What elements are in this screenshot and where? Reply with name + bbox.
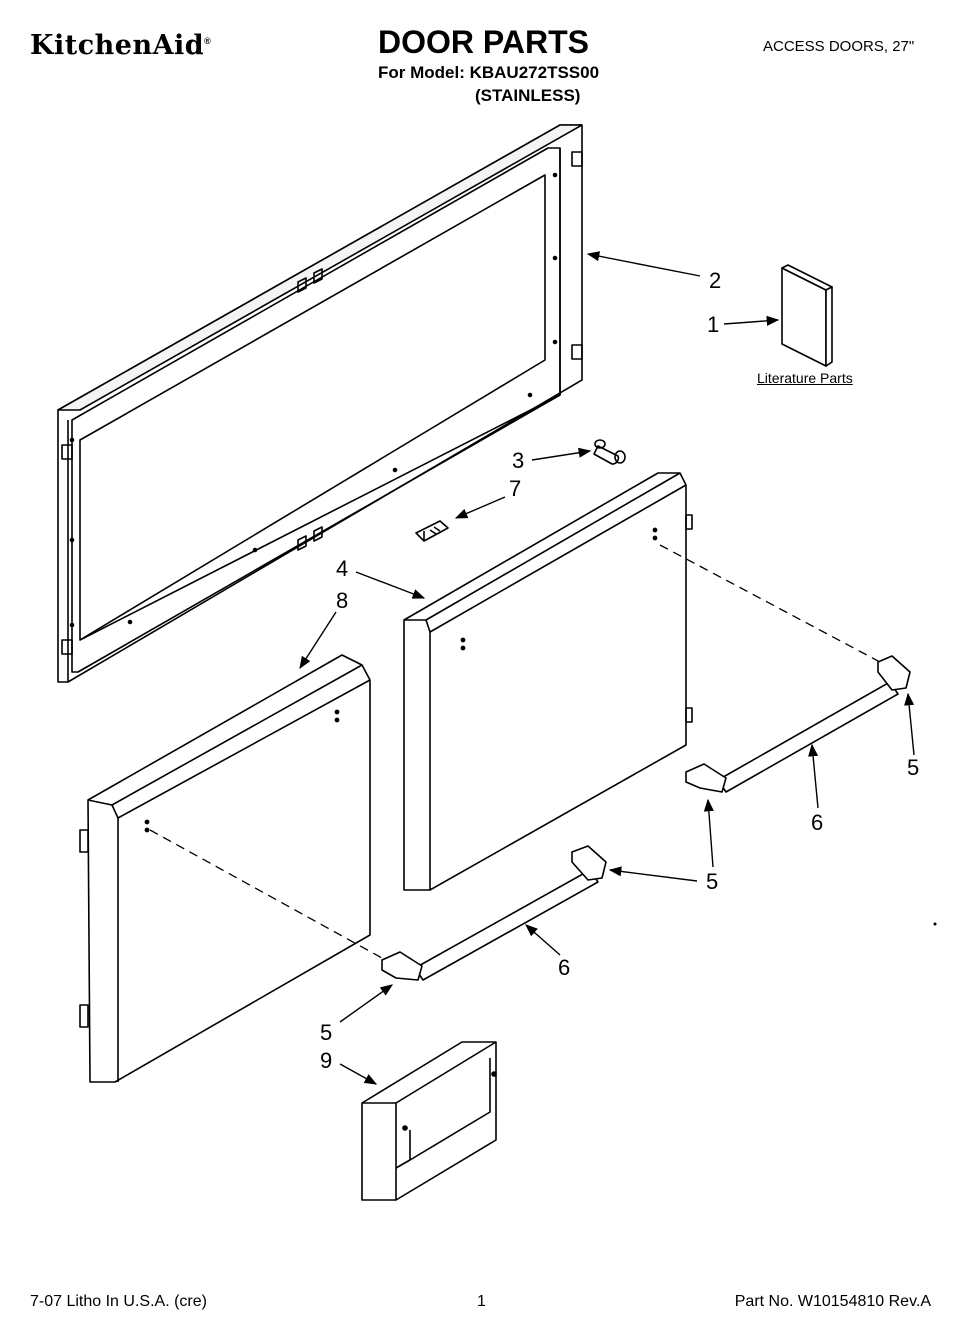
alignment-lines — [149, 544, 881, 959]
callout-2: 2 — [709, 268, 721, 293]
door-part-8 — [79, 654, 371, 1083]
callout-3: 3 — [512, 448, 524, 473]
callout-5: 5 — [706, 869, 718, 894]
callout-1: 1 — [707, 312, 719, 337]
brand-logo: KitchenAid® — [30, 30, 212, 61]
section-label: ACCESS DOORS, 27" — [763, 38, 915, 55]
bumper-part-3 — [593, 439, 626, 465]
door-part-4 — [403, 472, 693, 891]
page-title: DOOR PARTS — [378, 24, 589, 60]
leader-arrows — [299, 251, 915, 1085]
callout-5: 5 — [907, 755, 919, 780]
footer-part-number: Part No. W10154810 Rev.A — [734, 1293, 931, 1310]
callout-5: 5 — [320, 1020, 332, 1045]
callout-6: 6 — [558, 955, 570, 980]
frame-part-2 — [57, 124, 583, 683]
callout-8: 8 — [336, 588, 348, 613]
callout-7: 7 — [509, 476, 521, 501]
footer-litho: 7-07 Litho In U.S.A. (cre) — [30, 1293, 207, 1310]
latch-part-7 — [415, 520, 449, 542]
model-variant: (STAINLESS) — [475, 86, 581, 105]
handle-part-6-left — [381, 845, 607, 981]
callout-4: 4 — [336, 556, 348, 581]
handle-part-6-right — [685, 655, 911, 793]
footer-page-number: 1 — [477, 1293, 486, 1310]
literature-part-1 — [781, 264, 833, 367]
page-mark — [933, 922, 937, 926]
model-line: For Model: KBAU272TSS00 — [378, 63, 600, 82]
callout-9: 9 — [320, 1048, 332, 1073]
callout-6: 6 — [811, 810, 823, 835]
literature-parts-label: Literature Parts — [757, 370, 853, 386]
bracket-part-9 — [361, 1041, 497, 1201]
